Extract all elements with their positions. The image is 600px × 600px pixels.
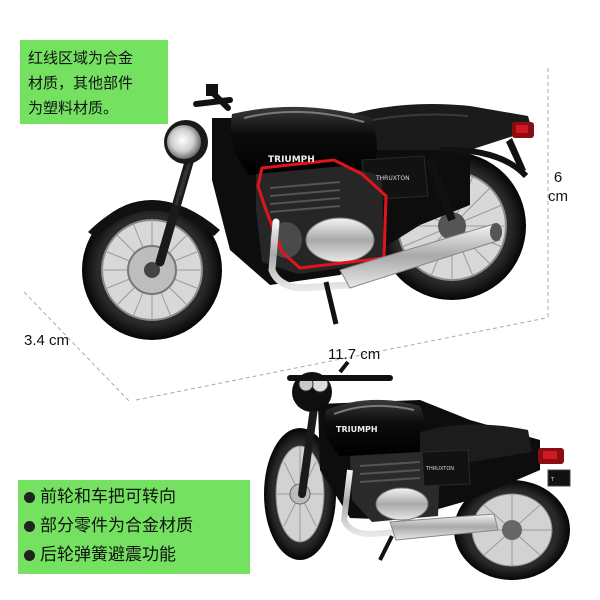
height-dimension-unit: cm <box>548 188 568 205</box>
secondary-tank-logo: TRIUMPH <box>336 425 378 434</box>
height-dimension-value: 6 <box>553 169 563 186</box>
feature-list: 前轮和车把可转向 部分零件为合金材质 后轮弹簧避震功能 <box>18 480 250 574</box>
bullet-icon <box>24 492 35 503</box>
material-note-line: 材质，其他部件 <box>28 74 134 92</box>
feature-item: 前轮和车把可转向 <box>24 483 244 512</box>
length-dimension-label: 11.7 cm <box>328 346 381 363</box>
feature-text: 后轮弹簧避震功能 <box>40 545 176 565</box>
feature-item: 部分零件为合金材质 <box>24 512 244 541</box>
height-dimension-label: 6 cm <box>548 168 568 206</box>
feature-text: 部分零件为合金材质 <box>40 516 193 536</box>
material-note-line: 红线区域为合金 <box>28 49 134 67</box>
main-tank-logo: TRIUMPH <box>268 155 315 165</box>
alloy-area-outline <box>256 158 388 270</box>
material-note-line: 为塑料材质。 <box>28 99 119 117</box>
main-motorcycle <box>82 84 534 340</box>
width-dimension-label: 3.4 cm <box>24 332 70 349</box>
bullet-icon <box>24 550 35 561</box>
main-side-panel-label: THRUXTON <box>375 175 410 182</box>
feature-item: 后轮弹簧避震功能 <box>24 541 244 570</box>
secondary-side-panel-label: THRUXTON <box>425 466 454 472</box>
material-note: 红线区域为合金 材质，其他部件 为塑料材质。 <box>20 40 168 124</box>
svg-text:T: T <box>550 477 555 483</box>
dimension-lines <box>23 68 549 403</box>
feature-text: 前轮和车把可转向 <box>40 487 176 507</box>
bullet-icon <box>24 521 35 532</box>
secondary-motorcycle: T <box>264 360 571 580</box>
